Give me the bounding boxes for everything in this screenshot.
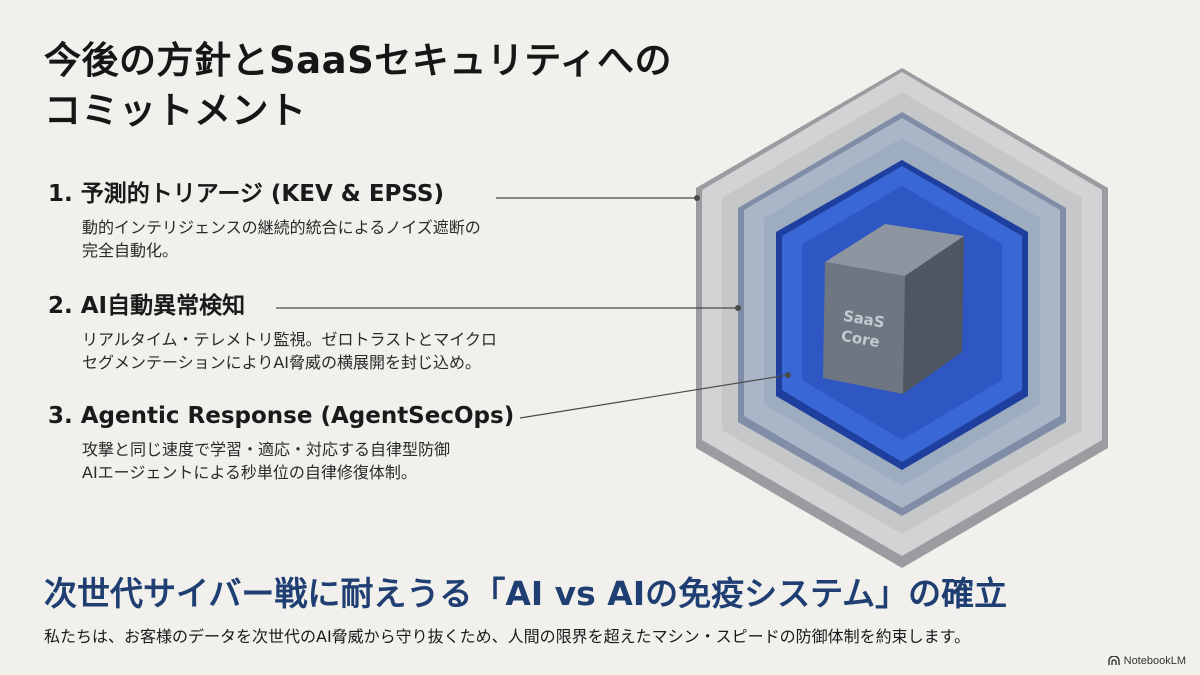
middle-layer-shadow [738,112,1066,516]
item-description-line: AIエージェントによる秒単位の自律修復体制。 [82,463,417,482]
commitment-item-2: 2. AI自動異常検知 リアルタイム・テレメトリ監視。ゼロトラストとマイクロ セ… [48,290,608,374]
commitment-item-1: 1. 予測的トリアージ (KEV & EPSS) 動的インテリジェンスの継続的統… [48,178,608,262]
inner-layer-inner-edge [802,186,1002,440]
outer-layer-inner-edge [722,92,1082,534]
core-label-line-2: Core [840,327,881,351]
outer-layer-shadow [696,68,1108,568]
commitment-item-3: 3. Agentic Response (AgentSecOps) 攻撃と同じ速… [48,400,608,484]
brand-watermark: NotebookLM [1107,654,1186,668]
item-description-line: 攻撃と同じ速度で学習・適応・対応する自律型防御 [82,440,451,459]
leader-dot-1 [694,195,700,201]
item-heading: 1. 予測的トリアージ (KEV & EPSS) [48,181,445,207]
item-description-line: セグメンテーションによりAI脅威の横展開を封じ込め。 [82,353,482,372]
inner-layer [782,166,1022,462]
middle-layer [744,118,1060,508]
page-title: 今後の方針とSaaSセキュリティへの コミットメント [44,36,744,136]
title-line-1: 今後の方針とSaaSセキュリティへの [44,39,673,82]
item-description: 攻撃と同じ速度で学習・適応・対応する自律型防御 AIエージェントによる秒単位の自… [82,438,608,484]
inner-layer-shadow [776,160,1028,470]
brand-label: NotebookLM [1123,655,1186,667]
item-description-line: リアルタイム・テレメトリ監視。ゼロトラストとマイクロ [82,330,497,349]
outer-layer [702,72,1102,556]
notebooklm-icon [1107,656,1120,665]
core-label-line-1: SaaS [842,307,886,332]
conclusion-body: 私たちは、お客様のデータを次世代のAI脅威から守り抜くため、人間の限界を超えたマ… [44,627,971,646]
item-description-line: 動的インテリジェンスの継続的統合によるノイズ遮断の [82,218,481,237]
core-cube-right [903,236,964,394]
item-description-line: 完全自動化。 [82,241,179,260]
leader-dot-2 [735,305,741,311]
item-heading: 2. AI自動異常検知 [48,293,246,319]
middle-layer-inner-edge [764,138,1040,486]
core-cube-top [825,224,964,276]
item-heading: 3. Agentic Response (AgentSecOps) [48,403,515,429]
conclusion-headline: 次世代サイバー戦に耐えうる「AI vs AIの免疫システム」の確立 [44,574,1008,613]
core-cube-front [823,262,905,394]
item-description: リアルタイム・テレメトリ監視。ゼロトラストとマイクロ セグメンテーションによりA… [82,328,608,374]
title-line-2: コミットメント [44,89,307,132]
item-description: 動的インテリジェンスの継続的統合によるノイズ遮断の 完全自動化。 [82,216,608,262]
core-label: SaaS Core [840,307,886,351]
leader-dot-3 [785,372,791,378]
